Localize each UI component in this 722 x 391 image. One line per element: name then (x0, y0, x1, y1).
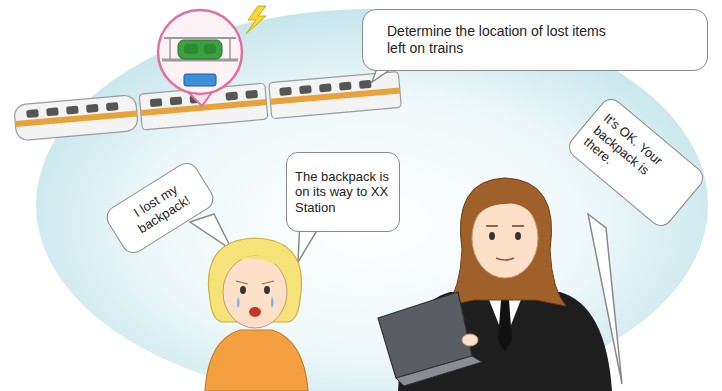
backpack-icon-part (184, 44, 198, 54)
train-car-part (86, 104, 99, 113)
train-car-part (106, 102, 119, 111)
man-figure-part (512, 225, 524, 227)
laptop-icon-part (396, 356, 482, 386)
zoom-circle-part (229, 38, 231, 60)
lightning-bolt-part (246, 6, 266, 34)
speech-tail-part (190, 214, 232, 250)
train (14, 71, 402, 141)
heading-bubble: Determine the location of lost items lef… (362, 9, 708, 71)
woman-figure (205, 238, 308, 391)
man-figure-part (498, 300, 512, 352)
zoom-circle (158, 10, 242, 106)
man-figure-part (446, 178, 566, 306)
woman-figure-part (240, 286, 246, 294)
train-car-part (245, 90, 258, 99)
laptop-icon (378, 292, 482, 386)
woman-figure-part (205, 330, 308, 391)
man-figure-part (496, 258, 514, 260)
train-car-part (279, 87, 292, 96)
woman-figure-part (224, 256, 286, 270)
train-car-part (359, 80, 372, 89)
train-car-part (339, 82, 352, 91)
man-figure-part (515, 232, 521, 240)
man-figure-part (472, 190, 540, 222)
train-car-part (26, 109, 39, 118)
train-car-part (150, 98, 163, 107)
woman-figure-part (249, 307, 261, 317)
lightning-bolt (246, 6, 266, 34)
zoom-circle-part (169, 38, 171, 60)
woman-figure-part (262, 281, 274, 284)
woman-figure-part (236, 281, 248, 284)
bubble-text: The backpack is on its way to XX Station (295, 169, 389, 216)
background-ellipse-part (36, 9, 708, 391)
zoom-circle-part (164, 37, 236, 39)
backpack-icon-part (178, 40, 222, 59)
train-car-part (46, 107, 59, 116)
woman-figure-part (223, 256, 287, 328)
zoom-circle-part (158, 10, 242, 94)
zoom-circle-part (184, 74, 216, 86)
train-car-part (319, 83, 332, 92)
man-figure (378, 178, 612, 391)
man-figure-part (462, 334, 478, 346)
train-car-part (225, 92, 238, 101)
woman-figure-part (237, 296, 240, 308)
man-figure-part (486, 225, 498, 227)
train-car (14, 94, 139, 140)
train-car (269, 71, 402, 118)
train-car-part (170, 96, 183, 105)
bubble-text: Determine the location of lost items lef… (387, 23, 615, 57)
train-car-part (14, 94, 139, 140)
background-ellipse (36, 9, 708, 391)
train-car-part (270, 87, 400, 104)
train-car-part (269, 71, 402, 118)
backpack-icon (178, 40, 222, 59)
backpack-icon-part (204, 44, 216, 54)
man-figure-part (489, 232, 495, 240)
train-car-part (66, 106, 79, 115)
train-car-part (299, 85, 312, 94)
woman-figure-part (264, 286, 270, 294)
speech-bubble: The backpack is on its way to XX Station (286, 152, 400, 232)
woman-figure-part (271, 296, 274, 308)
